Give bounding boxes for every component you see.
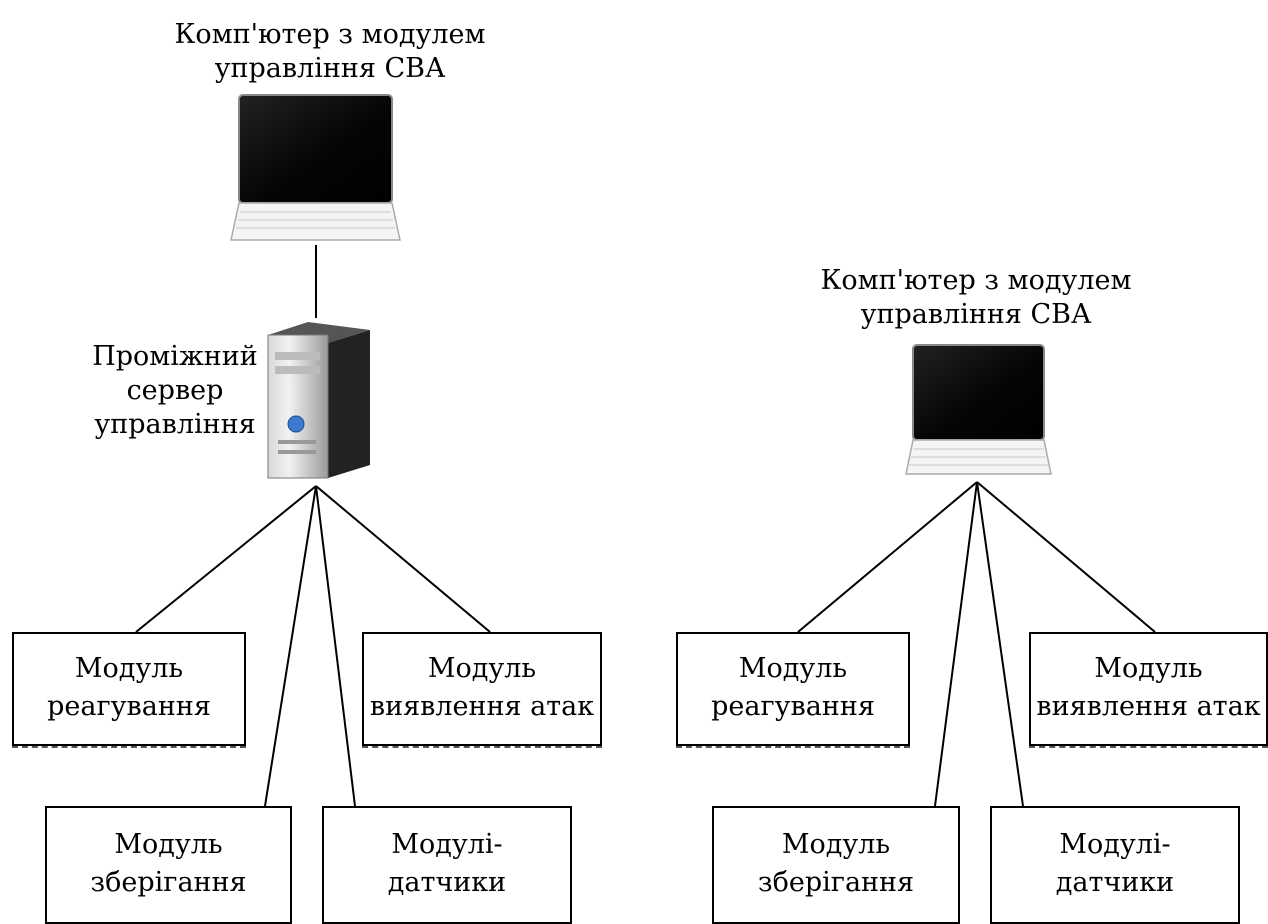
left-detection-module-box: Модуль виявлення атак [362, 632, 602, 746]
right-storage-module-box: Модуль зберігання [712, 806, 960, 924]
right-detection-dash [1029, 746, 1268, 748]
left-storage-module-box: Модуль зберігання [45, 806, 292, 924]
right-laptop-icon [905, 344, 1052, 475]
right-top-computer-label: Комп'ютер з модулем управління СВА [820, 265, 1132, 330]
right-detection-module-box: Модуль виявлення атак [1029, 632, 1268, 746]
left-response-module-box: Модуль реагування [12, 632, 246, 746]
right-response-module-box: Модуль реагування [676, 632, 910, 746]
right-response-dash [676, 746, 910, 748]
right-sensors-module-box: Модулі- датчики [990, 806, 1240, 924]
left-response-dash [12, 746, 246, 748]
left-connectors [135, 485, 491, 807]
left-server-label: Проміжний сервер управління [92, 341, 258, 440]
left-detection-dash [362, 746, 602, 748]
left-top-computer-label: Комп'ютер з модулем управління СВА [174, 19, 486, 84]
right-connectors [797, 481, 1156, 807]
left-sensors-module-box: Модулі- датчики [322, 806, 572, 924]
left-laptop-icon [230, 94, 401, 241]
left-server-tower-icon [267, 322, 370, 479]
